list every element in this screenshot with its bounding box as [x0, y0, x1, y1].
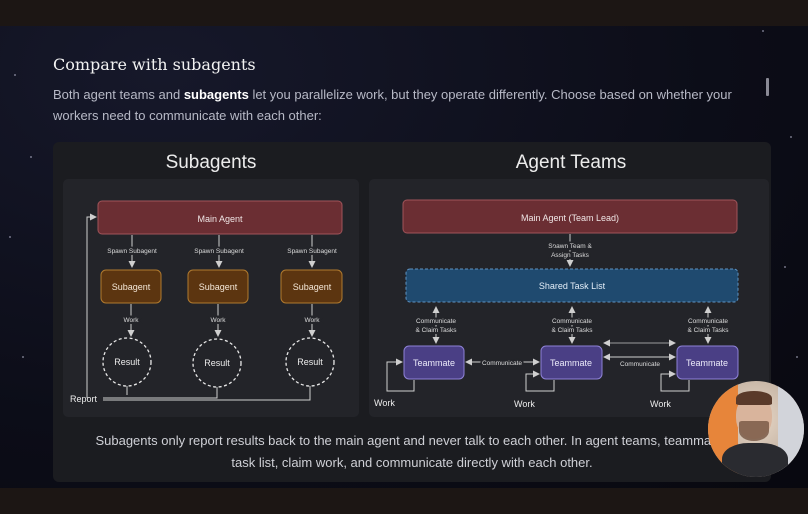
teammate-box [676, 345, 739, 380]
teammate-label: Teammate [413, 358, 455, 368]
claim-label: & Claim Tasks [551, 327, 593, 334]
subagent-label: Subagent [112, 282, 151, 292]
communicate-label: Communicate [482, 360, 522, 367]
docs-page: Compare with subagents Both agent teams … [0, 26, 808, 488]
team-lead-label: Main Agent (Team Lead) [521, 213, 619, 223]
teammate-box [540, 345, 603, 380]
teammate-label: Teammate [686, 358, 728, 368]
agent-teams-flow: Main Agent (Team Lead) Spawn Team & Assi… [374, 199, 739, 409]
caption-line: task list, claim work, and communicate d… [231, 455, 593, 470]
communicate-label: Communicate [620, 361, 660, 368]
work-label: Work [374, 398, 395, 408]
star [22, 356, 24, 358]
claim-label: & Claim Tasks [687, 327, 729, 334]
assign-tasks-label: Assign Tasks [551, 252, 590, 259]
bottom-letterbox [0, 488, 808, 514]
report-label: Report [70, 394, 98, 404]
main-agent-label: Main Agent [197, 214, 243, 224]
report-arrow [86, 213, 97, 398]
subagents-link[interactable]: subagents [183, 87, 249, 102]
shared-task-list-box [405, 268, 739, 303]
subagent-label: Subagent [199, 282, 238, 292]
star [14, 74, 16, 76]
agent-teams-title: Agent Teams [515, 152, 627, 173]
work-label: Work [514, 399, 535, 409]
subagent-box [280, 269, 343, 304]
subagents-panel: Main Agent Spawn Subagent Spawn Subagent… [63, 179, 359, 417]
result-circle [285, 337, 335, 387]
subagents-flow: Main Agent Spawn Subagent Spawn Subagent… [70, 200, 343, 404]
work-loop [386, 358, 415, 392]
subagent-box [100, 269, 162, 304]
section-heading: Compare with subagents [53, 55, 256, 74]
result-label: Result [297, 357, 323, 367]
caption-line: Subagents only report results back to th… [95, 433, 729, 448]
presenter-beard [739, 421, 769, 441]
spawn-label: Spawn Subagent [287, 248, 337, 255]
subagent-box [187, 269, 249, 304]
intro-paragraph: Both agent teams and subagents let you p… [53, 87, 732, 123]
result-label: Result [204, 358, 230, 368]
report-line [103, 387, 218, 399]
subagents-title: Subagents [165, 152, 257, 173]
webcam-overlay [708, 381, 804, 477]
comparison-diagram: Subagents Agent Teams Main Agent Sp [53, 142, 771, 482]
main-agent-box [97, 200, 343, 235]
claim-label: Communicate [688, 318, 728, 325]
spawn-label: Spawn Subagent [107, 248, 157, 255]
work-label: Work [123, 317, 139, 324]
teammate-label: Teammate [550, 358, 592, 368]
team-lead-box [402, 199, 738, 234]
star [9, 236, 11, 238]
star [784, 266, 786, 268]
work-label: Work [650, 399, 671, 409]
presenter-shirt [722, 443, 788, 477]
claim-label: & Claim Tasks [415, 327, 457, 334]
result-label: Result [114, 357, 140, 367]
star [796, 356, 798, 358]
top-letterbox [0, 0, 808, 26]
claim-label: Communicate [416, 318, 456, 325]
spawn-label: Spawn Subagent [194, 248, 244, 255]
star [790, 136, 792, 138]
spawn-team-label: Spawn Team & [548, 243, 592, 250]
claim-label: Communicate [552, 318, 592, 325]
report-line [103, 386, 311, 401]
shared-task-list-label: Shared Task List [539, 281, 606, 291]
agent-teams-panel: Main Agent (Team Lead) Spawn Team & Assi… [369, 179, 769, 417]
result-circle [102, 337, 152, 387]
work-loop [660, 370, 690, 392]
result-circle [192, 338, 242, 388]
star [762, 30, 764, 32]
scrollbar[interactable] [766, 78, 769, 96]
teammate-box [403, 345, 465, 380]
presenter-hair [736, 391, 772, 405]
star [30, 156, 32, 158]
diagram-caption: Subagents only report results back to th… [53, 430, 771, 474]
work-label: Work [210, 317, 226, 324]
subagent-label: Subagent [293, 282, 332, 292]
work-label: Work [304, 317, 320, 324]
work-loop [525, 370, 555, 392]
